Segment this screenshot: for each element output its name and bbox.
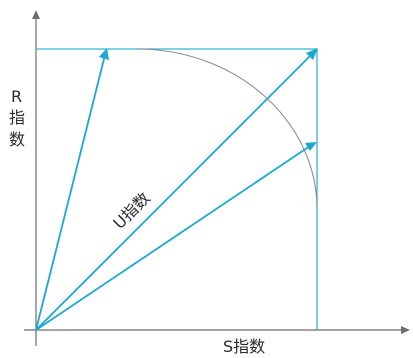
vector-steep [35,54,106,331]
y-axis-label-char1: 指 [9,108,25,127]
vector-shallow [35,145,311,331]
vector-diagonal-arrowhead [306,48,318,60]
vector-steep-arrowhead [99,48,109,60]
vector-diagonal [35,53,313,331]
y-axis-label-r: R [11,87,22,106]
x-axis-arrowhead [401,326,410,334]
y-axis-label-char2: 数 [9,130,25,149]
quarter-arc [136,48,318,210]
diagonal-label: U指数 [109,188,153,232]
vector-shallow-arrowhead [305,142,317,151]
x-axis-label: S指数 [223,337,265,356]
y-axis-arrowhead [32,10,40,19]
